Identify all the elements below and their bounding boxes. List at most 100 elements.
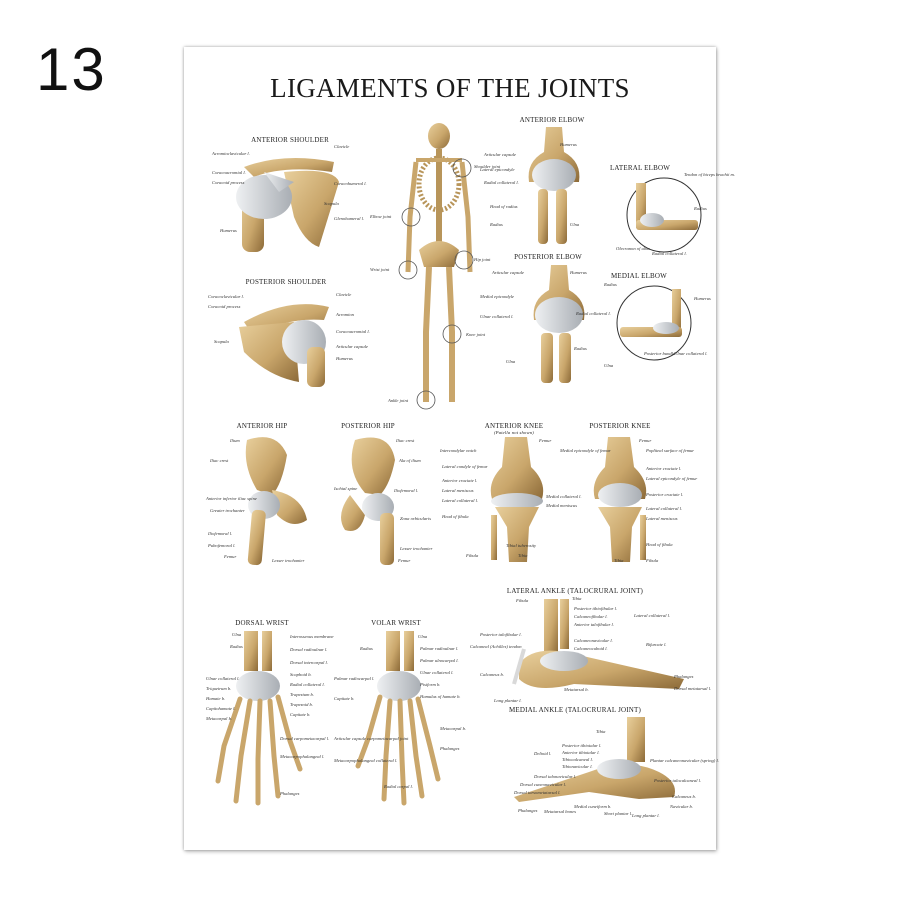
label: Calcaneofibular l. [574,614,608,619]
label: Humerus [220,228,237,233]
label: Anterior talofibular l. [574,622,614,627]
label: Metacarpal b. [440,726,467,731]
label: Femur [539,438,552,443]
label: Glenohumeral l. [334,216,365,221]
image-number: 13 [36,36,107,103]
section-title: ANTERIOR KNEE [484,422,544,430]
label: Calcaneocuboid l. [574,646,608,651]
label: Radius [694,206,707,211]
label: Metatarsal b. [564,687,589,692]
label: Ala of ilium [399,458,421,463]
label: Ulnar collateral l. [420,670,454,675]
label: Greater trochanter [210,508,245,513]
section-title: LATERAL ELBOW [609,164,671,172]
label: Articular capsule carpometacarpal joint [334,736,409,741]
label: Fibula [516,598,529,603]
label: Femur [639,438,652,443]
label: Dorsal intercarpal l. [290,660,328,665]
label: Tendon of biceps brachii m. [684,172,735,177]
label: Posterior tibiotalar l. [562,743,602,748]
dorsal-wrist-illustration [215,631,303,806]
label: Ischial spine [334,486,358,491]
label: Coracoacromial l. [336,329,370,334]
label: Radial collateral l. [290,682,325,687]
label: Lateral collateral l. [442,498,479,503]
label: Phalanges [674,674,694,679]
label: Radial collateral l. [484,180,519,185]
label: Ankle joint [388,398,409,403]
label: Zona orbicularis [400,516,432,521]
label: Iliofemoral l. [394,488,419,493]
label: Anterior cruciate l. [442,478,478,483]
label: Dorsal tarsometatarsal l. [514,790,561,795]
label: Bifurcate l. [646,642,667,647]
label: Iliac crest [396,438,415,443]
label: Coracoid process [208,304,241,309]
label: Metacarpophalangeal l. [280,754,325,759]
label: Tibia [572,596,582,601]
label: Humerus [694,296,711,301]
section-title: VOLAR WRIST [371,619,421,627]
volar-wrist-illustration [355,631,441,806]
skeleton-illustration [398,123,474,410]
label: Tibiocalcaneal l. [562,757,593,762]
label: Wrist joint [370,267,390,272]
label: Posterior bundle [644,351,676,356]
label: Medial cuneiform b. [574,804,612,809]
label: Radius [490,222,503,227]
section-title: POSTERIOR KNEE [589,422,651,430]
label: Posterior talofibular l. [480,632,522,637]
label: Ulna [232,632,242,637]
label: Hip joint [474,257,491,262]
label: Capitohamate l. [206,706,236,711]
label: Anterior cruciate l. [646,466,682,471]
label: Coracoacromial l. [212,170,246,175]
label: Palmar ulnocarpal l. [420,658,459,663]
label: Coracoclavicular l. [208,294,244,299]
label: Palmar radiocarpal l. [334,676,375,681]
anterior-hip-illustration [245,437,307,566]
label: Intercondylar notch [440,448,477,453]
section-title: ANTERIOR HIP [236,422,288,430]
medial-ankle-illustration [514,717,675,802]
section-title: ANTERIOR ELBOW [519,116,585,124]
label: Lateral epicondyle [480,167,515,172]
label: Medial collateral l. [546,494,582,499]
label: Lesser trochanter [400,546,433,551]
section-title: LATERAL ANKLE (TALOCRURAL JOINT) [506,587,644,595]
label: Articular capsule [484,152,517,157]
label: Lateral epicondyle of femur [646,476,698,481]
medial-elbow-illustration [616,285,692,361]
label: Pisiform b. [420,682,441,687]
lateral-elbow-illustration [626,177,702,253]
label: Lateral meniscus [646,516,678,521]
label: Lateral condyle of femur [442,464,488,469]
section-title: DORSAL WRIST [235,619,289,627]
label: Calcaneus b. [672,794,696,799]
label: Trapezium b. [290,692,314,697]
label: Long plantar l. [494,698,522,703]
label: Clavicle [334,144,350,149]
label: Radius [604,282,617,287]
section-title: POSTERIOR ELBOW [514,253,582,261]
label: Dorsal cuneonavicular l. [520,782,567,787]
section-title: ANTERIOR SHOULDER [251,136,329,144]
label: Radius [574,346,587,351]
anterior-knee-illustration [490,437,544,562]
label: Ulnar collateral l. [206,676,240,681]
label: Lateral collateral l. [634,613,671,618]
label: Head of radius [490,204,518,209]
label: Tibial tuberosity [506,543,537,548]
label: Coracoid process [212,180,245,185]
label: Articular capsule [336,344,369,349]
label: Pubofemoral l. [208,543,236,548]
label: Scapula [324,201,339,206]
label: Ilium [230,438,240,443]
label: Radius [360,646,373,651]
label: Lateral meniscus [442,488,474,493]
label: Interosseous membrane [290,634,334,639]
label: Scapula [214,339,229,344]
label: Humerus [336,356,353,361]
label: Radial carpal l. [384,784,413,789]
label: Phalanges [518,808,538,813]
